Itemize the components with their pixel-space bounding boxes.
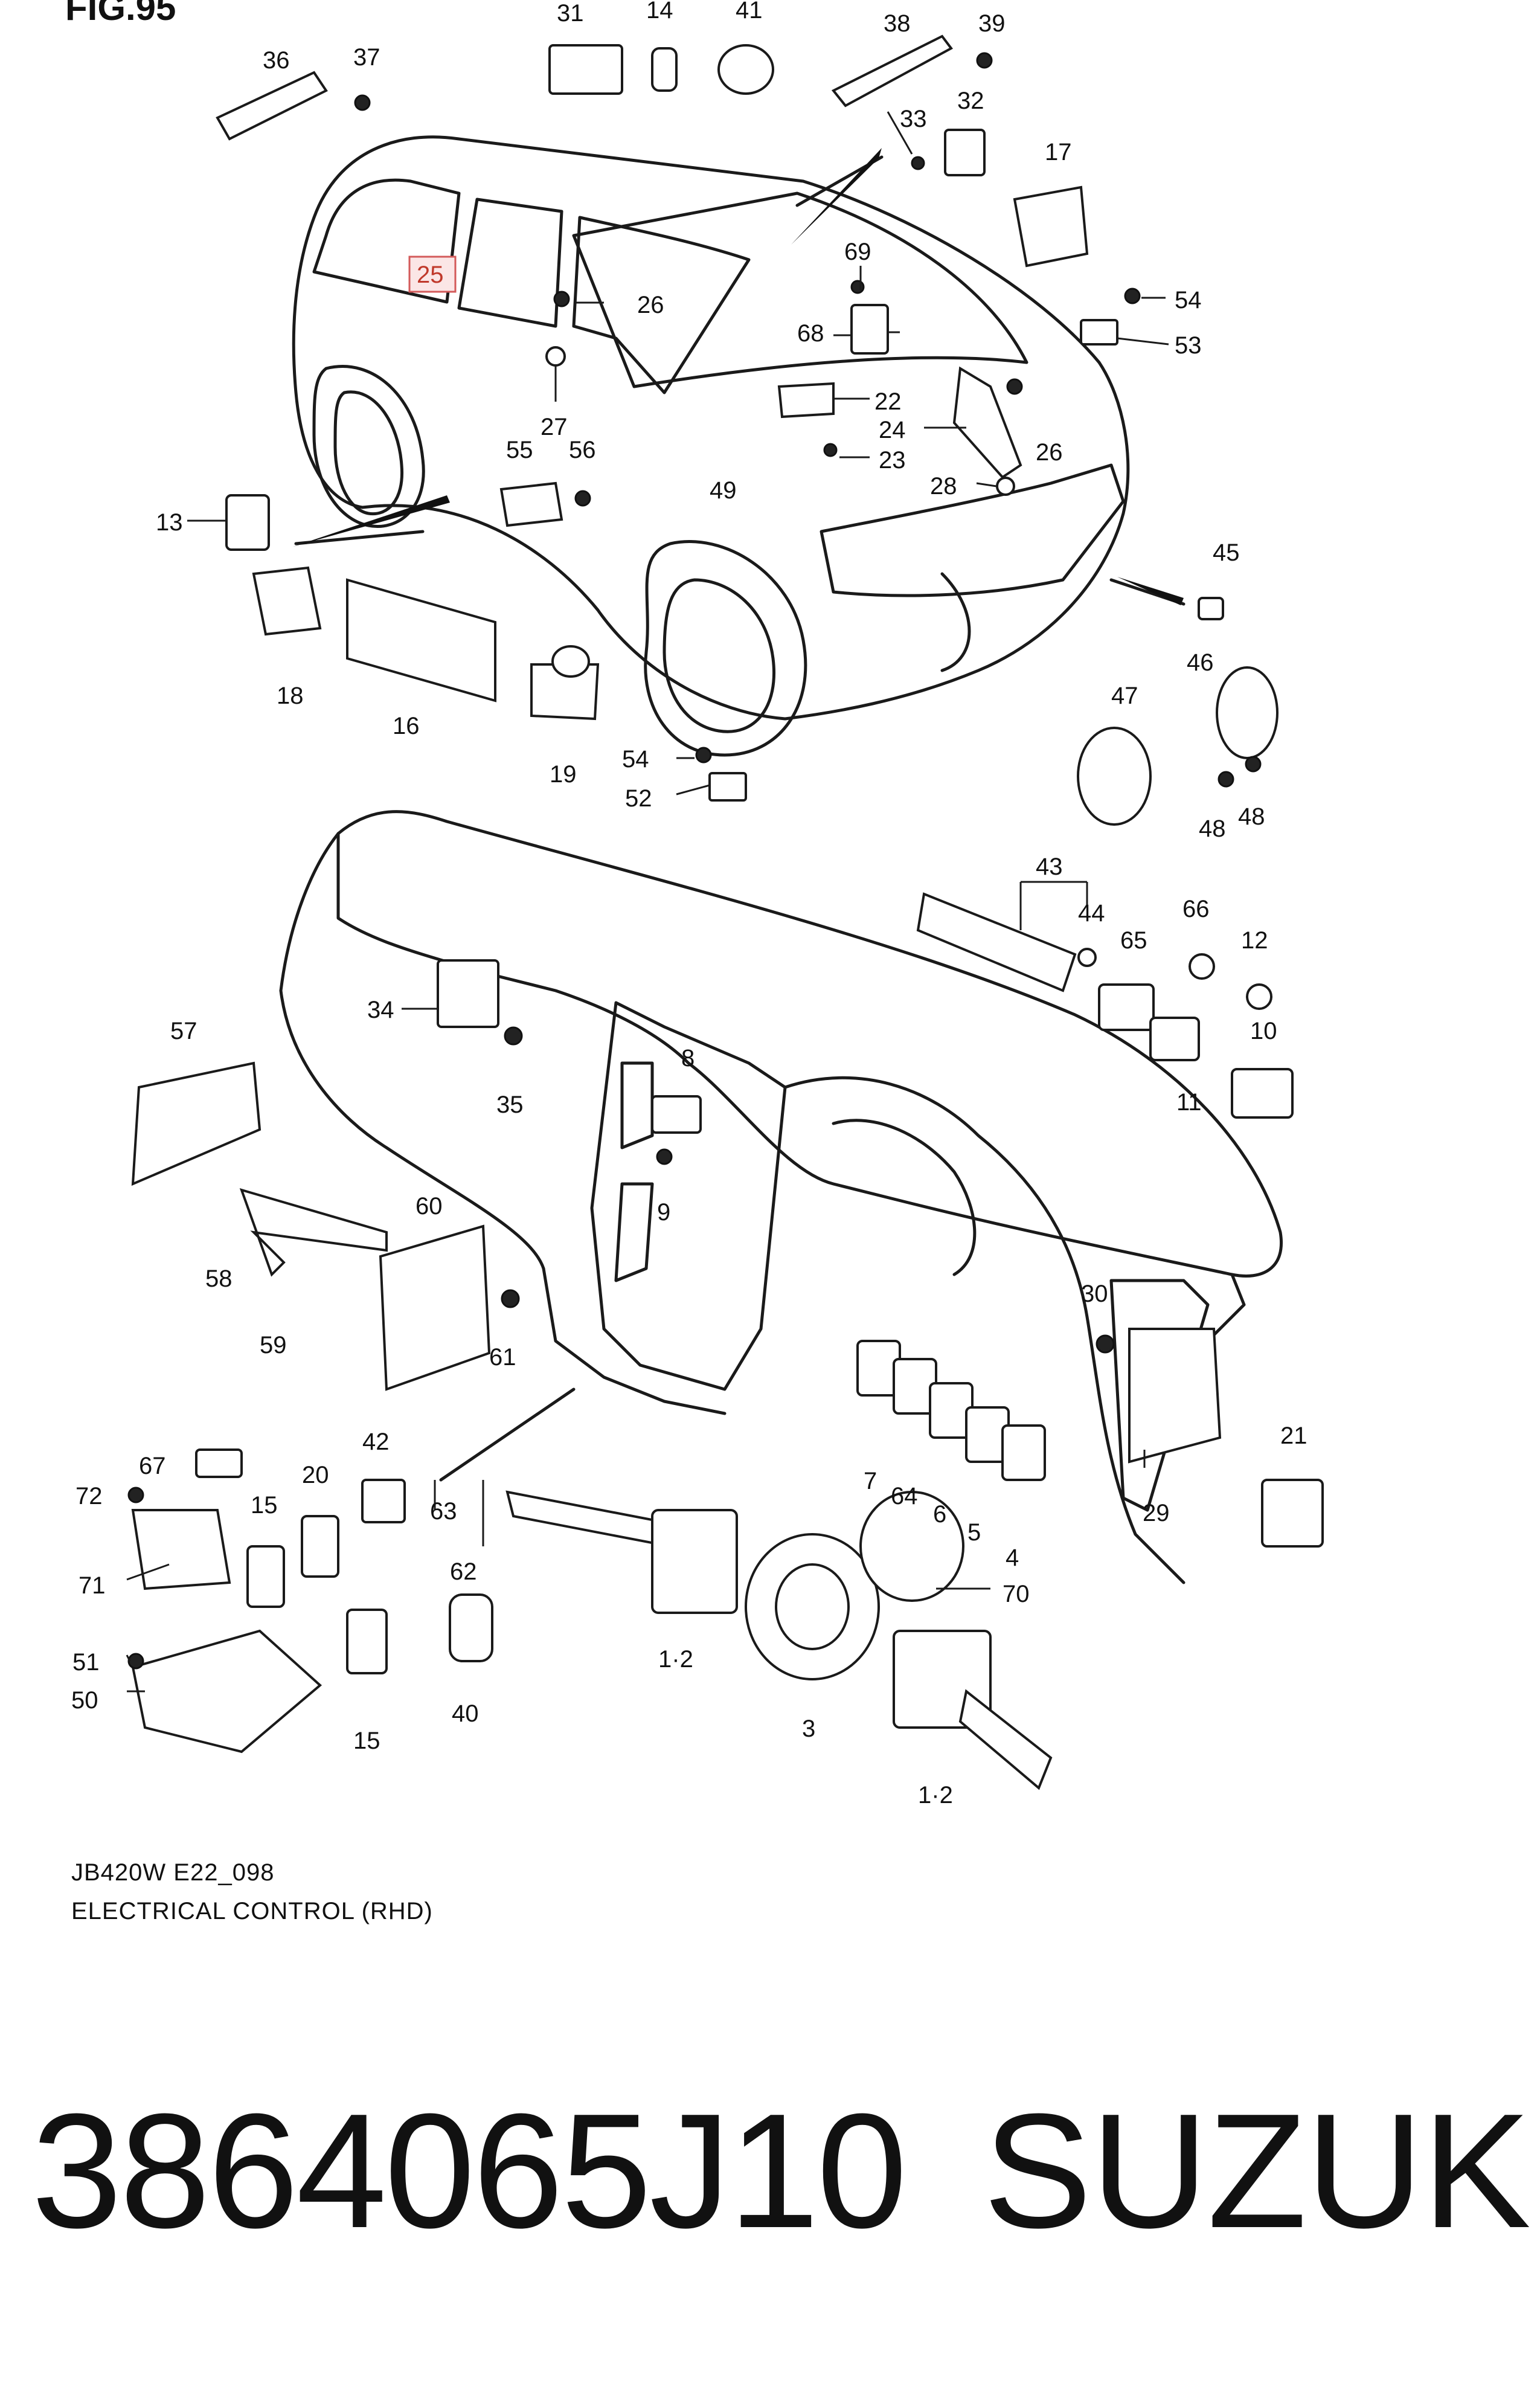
callout-labels: 31 14 41 38 39 36 37 33 32 17 69 54 53 2…	[71, 0, 1307, 1808]
callout-34: 34	[367, 997, 394, 1023]
callout-61: 61	[489, 1344, 516, 1371]
callout-66: 66	[1182, 896, 1210, 922]
callout-9: 9	[657, 1199, 670, 1226]
callout-60: 60	[415, 1193, 443, 1220]
callout-44: 44	[1078, 900, 1105, 927]
callout-28: 28	[930, 473, 957, 500]
callout-37: 37	[353, 44, 380, 71]
part-number: 3864065J10	[31, 2080, 907, 2262]
callout-49: 49	[710, 477, 737, 504]
callout-6: 6	[933, 1501, 946, 1528]
callout-72: 72	[75, 1483, 103, 1509]
callout-35: 35	[496, 1092, 524, 1118]
dashboard-illustration	[279, 810, 1283, 1584]
callout-68: 68	[797, 320, 824, 347]
callout-15-b: 15	[353, 1728, 380, 1754]
callout-63: 63	[430, 1498, 457, 1525]
callout-46: 46	[1187, 649, 1214, 676]
callout-45: 45	[1213, 539, 1240, 566]
callout-39: 39	[978, 10, 1006, 37]
callout-32: 32	[957, 88, 984, 114]
callout-26: 26	[637, 292, 664, 318]
callout-40: 40	[452, 1700, 479, 1727]
callout-29: 29	[1143, 1500, 1170, 1526]
callout-69: 69	[844, 239, 871, 265]
callout-48-b: 48	[1238, 803, 1265, 830]
callout-56: 56	[569, 437, 596, 463]
callout-31: 31	[557, 0, 584, 27]
callout-21: 21	[1280, 1423, 1307, 1449]
figure-corner-label: FIG.95	[65, 0, 176, 28]
callout-4: 4	[1006, 1545, 1019, 1571]
callout-54: 54	[1175, 287, 1202, 313]
highlight-box	[408, 256, 457, 293]
callout-55: 55	[506, 437, 533, 463]
vehicle-illustration	[292, 135, 1185, 757]
callout-7: 7	[864, 1468, 877, 1494]
callout-59: 59	[260, 1332, 287, 1358]
callout-10: 10	[1250, 1018, 1277, 1044]
callout-1-2-left: 1·2	[658, 1646, 693, 1673]
callout-48: 48	[1199, 815, 1226, 842]
callout-43: 43	[1036, 854, 1063, 880]
callout-53: 53	[1175, 332, 1202, 359]
callout-51: 51	[72, 1649, 100, 1676]
callout-33: 33	[900, 106, 927, 132]
callout-1-2-right: 1·2	[918, 1782, 953, 1808]
callout-58: 58	[205, 1265, 233, 1292]
callout-52: 52	[625, 785, 652, 812]
callout-15: 15	[251, 1492, 278, 1519]
leader-lines	[126, 111, 1169, 1693]
callout-13: 13	[156, 509, 183, 536]
callout-26-b: 26	[1036, 439, 1063, 466]
callout-50: 50	[71, 1687, 98, 1714]
callout-11: 11	[1176, 1089, 1202, 1116]
brand-name: SUZUKI	[983, 2080, 1540, 2262]
callout-18: 18	[277, 683, 304, 709]
callout-47: 47	[1111, 683, 1138, 709]
callout-20: 20	[302, 1462, 329, 1488]
callout-17: 17	[1045, 139, 1072, 166]
callout-67: 67	[139, 1453, 166, 1479]
parts-diagram: 31 14 41 38 39 36 37 33 32 17 69 54 53 2…	[71, 0, 1324, 1808]
callout-22: 22	[874, 388, 902, 415]
callout-19: 19	[550, 761, 577, 788]
callout-25-highlighted: 25	[417, 262, 444, 288]
callout-30: 30	[1081, 1281, 1108, 1307]
part-sketches	[127, 34, 1324, 1790]
callout-70: 70	[1003, 1581, 1030, 1607]
callout-5: 5	[967, 1519, 981, 1546]
callout-3: 3	[802, 1715, 815, 1742]
callout-42: 42	[362, 1429, 390, 1455]
callout-8: 8	[681, 1045, 695, 1072]
callout-12: 12	[1241, 927, 1268, 954]
callout-38: 38	[884, 10, 911, 37]
callout-27: 27	[541, 414, 568, 440]
callout-16: 16	[393, 713, 420, 739]
callout-24: 24	[879, 417, 906, 443]
callout-62: 62	[450, 1558, 477, 1585]
callout-57: 57	[170, 1018, 197, 1044]
callout-23: 23	[879, 447, 906, 474]
callout-54-b: 54	[622, 746, 649, 773]
callout-65: 65	[1120, 927, 1147, 954]
figure-code: JB420W E22_098	[71, 1859, 275, 1886]
figure-title: ELECTRICAL CONTROL (RHD)	[71, 1898, 433, 1924]
callout-14: 14	[646, 0, 673, 24]
callout-64: 64	[891, 1483, 918, 1509]
callout-71: 71	[79, 1572, 106, 1599]
callout-41: 41	[736, 0, 763, 24]
callout-36: 36	[263, 47, 290, 74]
